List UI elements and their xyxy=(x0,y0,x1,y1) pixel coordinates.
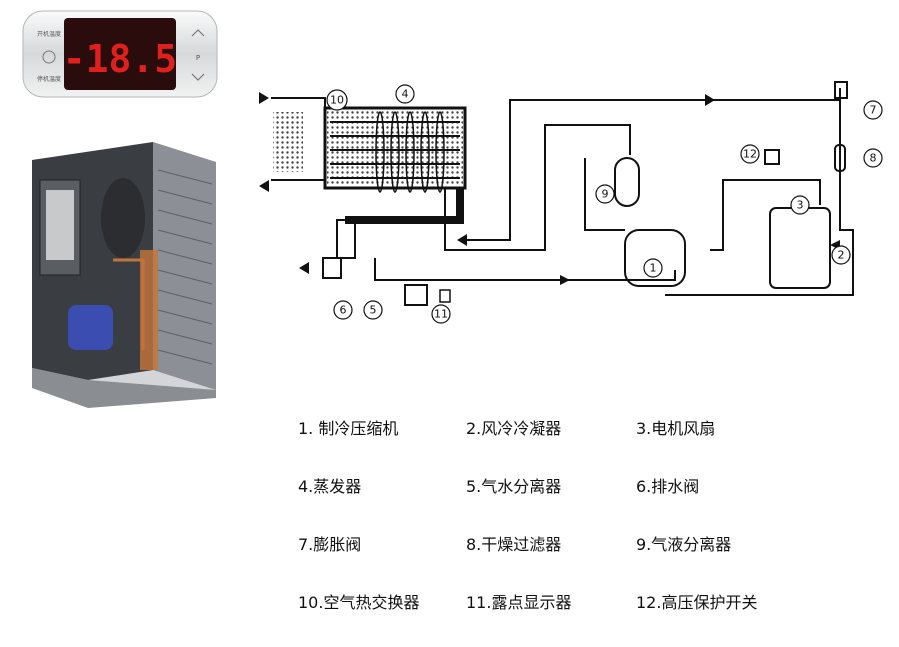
air-in-arrow-icon xyxy=(259,92,269,104)
marker-12: 12 xyxy=(743,148,757,161)
temperature-controller: -18.5 开机温度 停机温度 P xyxy=(22,10,218,98)
legend-item: 6.排水阀 xyxy=(636,477,700,496)
evaporator xyxy=(323,106,467,190)
legend-item: 9.气液分离器 xyxy=(636,535,732,554)
air-water-separator xyxy=(336,219,356,259)
button-label-stop: 停机温度 xyxy=(37,75,61,83)
legend-item: 4.蒸发器 xyxy=(298,477,362,496)
drain-valve xyxy=(322,257,342,279)
legend-item: 2.风冷冷凝器 xyxy=(466,419,562,438)
legend-row: 1. 制冷压缩机 2.风冷冷凝器 3.电机风扇 xyxy=(298,415,858,473)
marker-7: 7 xyxy=(870,104,877,117)
expansion-valve xyxy=(834,81,848,99)
legend-item: 11.露点显示器 xyxy=(466,593,572,612)
legend-item: 12.高压保护开关 xyxy=(636,593,758,612)
air-out-arrow-icon xyxy=(259,180,269,192)
marker-11: 11 xyxy=(434,308,448,321)
legend-row: 10.空气热交换器 11.露点显示器 12.高压保护开关 xyxy=(298,589,858,647)
high-pressure-switch xyxy=(764,149,780,165)
display-screen xyxy=(64,18,176,90)
down-arrow-icon xyxy=(191,73,205,81)
fan-button-label: P xyxy=(196,54,200,62)
drain-arrow-icon xyxy=(299,262,309,274)
legend-row: 7.膨胀阀 8.干燥过滤器 9.气液分离器 xyxy=(298,531,858,589)
legend-item: 8.干燥过滤器 xyxy=(466,535,562,554)
dryer-filter xyxy=(834,144,846,172)
refrigeration-schematic: 1 2 3 4 5 6 7 8 9 10 11 12 xyxy=(255,80,890,325)
marker-2: 2 xyxy=(838,249,845,262)
display-value: -18.5 xyxy=(63,37,177,81)
marker-1: 1 xyxy=(650,262,657,275)
compressor-shape xyxy=(68,305,113,350)
compressor xyxy=(624,229,686,287)
marker-5: 5 xyxy=(370,304,377,317)
marker-3: 3 xyxy=(797,199,804,212)
marker-4: 4 xyxy=(402,88,409,101)
legend-item: 3.电机风扇 xyxy=(636,419,716,438)
marker-10: 10 xyxy=(330,94,344,107)
marker-9: 9 xyxy=(602,188,609,201)
up-arrow-icon xyxy=(191,29,205,37)
legend-item: 1. 制冷压缩机 xyxy=(298,419,399,438)
legend-item: 10.空气热交换器 xyxy=(298,593,420,612)
button-label-start: 开机温度 xyxy=(37,30,61,38)
marker-8: 8 xyxy=(870,152,877,165)
component-legend: 1. 制冷压缩机 2.风冷冷凝器 3.电机风扇 4.蒸发器 5.气水分离器 6.… xyxy=(298,415,858,647)
defrost-icon xyxy=(42,50,56,64)
marker-6: 6 xyxy=(340,304,347,317)
gas-liquid-separator xyxy=(614,157,640,207)
dew-point-display xyxy=(404,284,428,306)
legend-item: 5.气水分离器 xyxy=(466,477,562,496)
legend-row: 4.蒸发器 5.气水分离器 6.排水阀 xyxy=(298,473,858,531)
legend-item: 7.膨胀阀 xyxy=(298,535,362,554)
air-cooled-condenser xyxy=(769,207,831,289)
air-dryer-unit-image xyxy=(28,140,223,408)
